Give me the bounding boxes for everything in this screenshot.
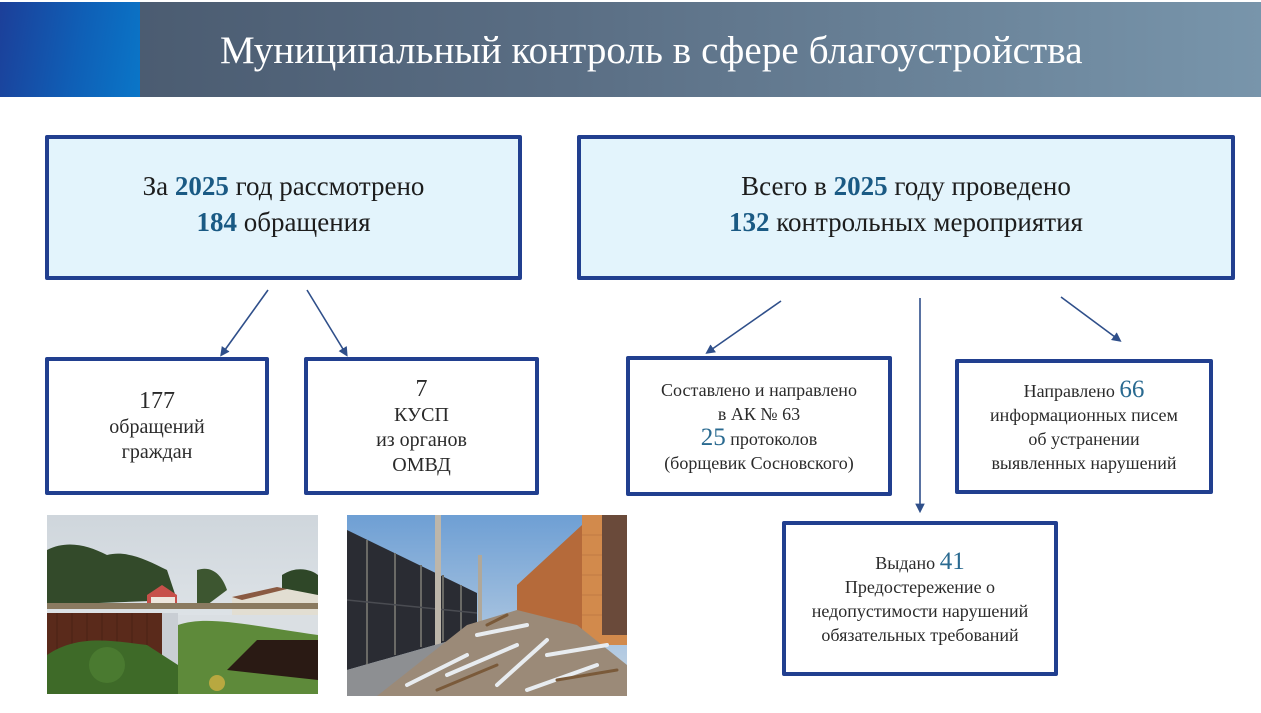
banner-accent [0, 2, 140, 97]
year-value: 2025 [174, 170, 229, 201]
arrow-to-citizens [220, 289, 269, 357]
appeals-count: 184 [196, 206, 237, 237]
warnings-count: 41 [939, 548, 965, 575]
inspections-count: 132 [729, 206, 770, 237]
inspections-summary-line1: Всего в 2025 году проведено [741, 170, 1071, 201]
citizens-appeals-count: 177 [139, 388, 175, 414]
citizens-appeals-box: 177 обращений граждан [45, 357, 269, 495]
protocols-box: Составлено и направлено в АК № 63 25 про… [626, 356, 892, 496]
arrow-to-letters [1060, 296, 1122, 342]
photo-construction-debris [347, 515, 627, 696]
letters-count: 66 [1119, 376, 1145, 403]
arrow-to-protocols [705, 300, 782, 354]
year-value: 2025 [833, 170, 888, 201]
inspections-summary-line2: 132 контрольных мероприятия [729, 206, 1083, 237]
arrow-to-kusp [306, 289, 348, 357]
kusp-count: 7 [415, 375, 428, 402]
kusp-box: 7 КУСП из органов ОМВД [304, 357, 539, 495]
photo-overgrown-yard [47, 515, 318, 694]
page-title: Муниципальный контроль в сфере благоустр… [220, 29, 1083, 72]
protocols-count: 25 [700, 423, 726, 451]
title-banner: Муниципальный контроль в сфере благоустр… [0, 2, 1261, 97]
appeals-summary-line1: За 2025 год рассмотрено [142, 170, 425, 201]
appeals-summary-box: За 2025 год рассмотрено 184 обращения [45, 135, 522, 280]
appeals-summary-line2: 184 обращения [196, 206, 371, 237]
warnings-box: Выдано 41 Предостережение о недопустимос… [782, 521, 1058, 676]
inspections-summary-box: Всего в 2025 году проведено 132 контроль… [577, 135, 1235, 280]
info-letters-box: Направлено 66 информационных писем об ус… [955, 359, 1213, 494]
